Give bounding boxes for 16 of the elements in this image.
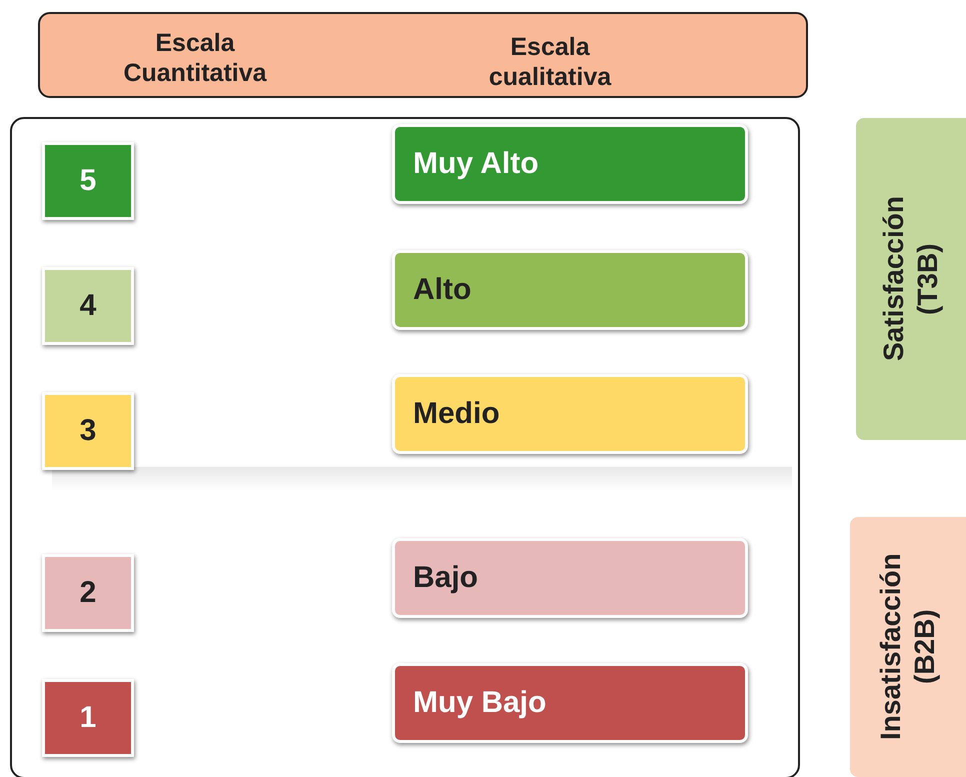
score-square: 5 [42, 142, 134, 220]
level-bar: Alto [392, 250, 748, 330]
column-heading: Escala Cuantitativa [122, 28, 268, 88]
group-panel: Satisfacción (T3B) [856, 118, 966, 440]
score-square: 4 [42, 267, 134, 345]
level-bar: Medio [392, 374, 748, 454]
score-square: 1 [42, 679, 134, 757]
score-square: 3 [42, 392, 134, 470]
column-heading: Escala cualitativa [488, 32, 612, 92]
score-square: 2 [42, 554, 134, 632]
level-bar: Bajo [392, 538, 748, 618]
header-band [38, 12, 808, 98]
group-panel: Insatisfacción (B2B) [850, 517, 966, 777]
level-bar: Muy Bajo [392, 663, 748, 743]
level-bar: Muy Alto [392, 124, 748, 204]
scale-panel [10, 117, 800, 777]
